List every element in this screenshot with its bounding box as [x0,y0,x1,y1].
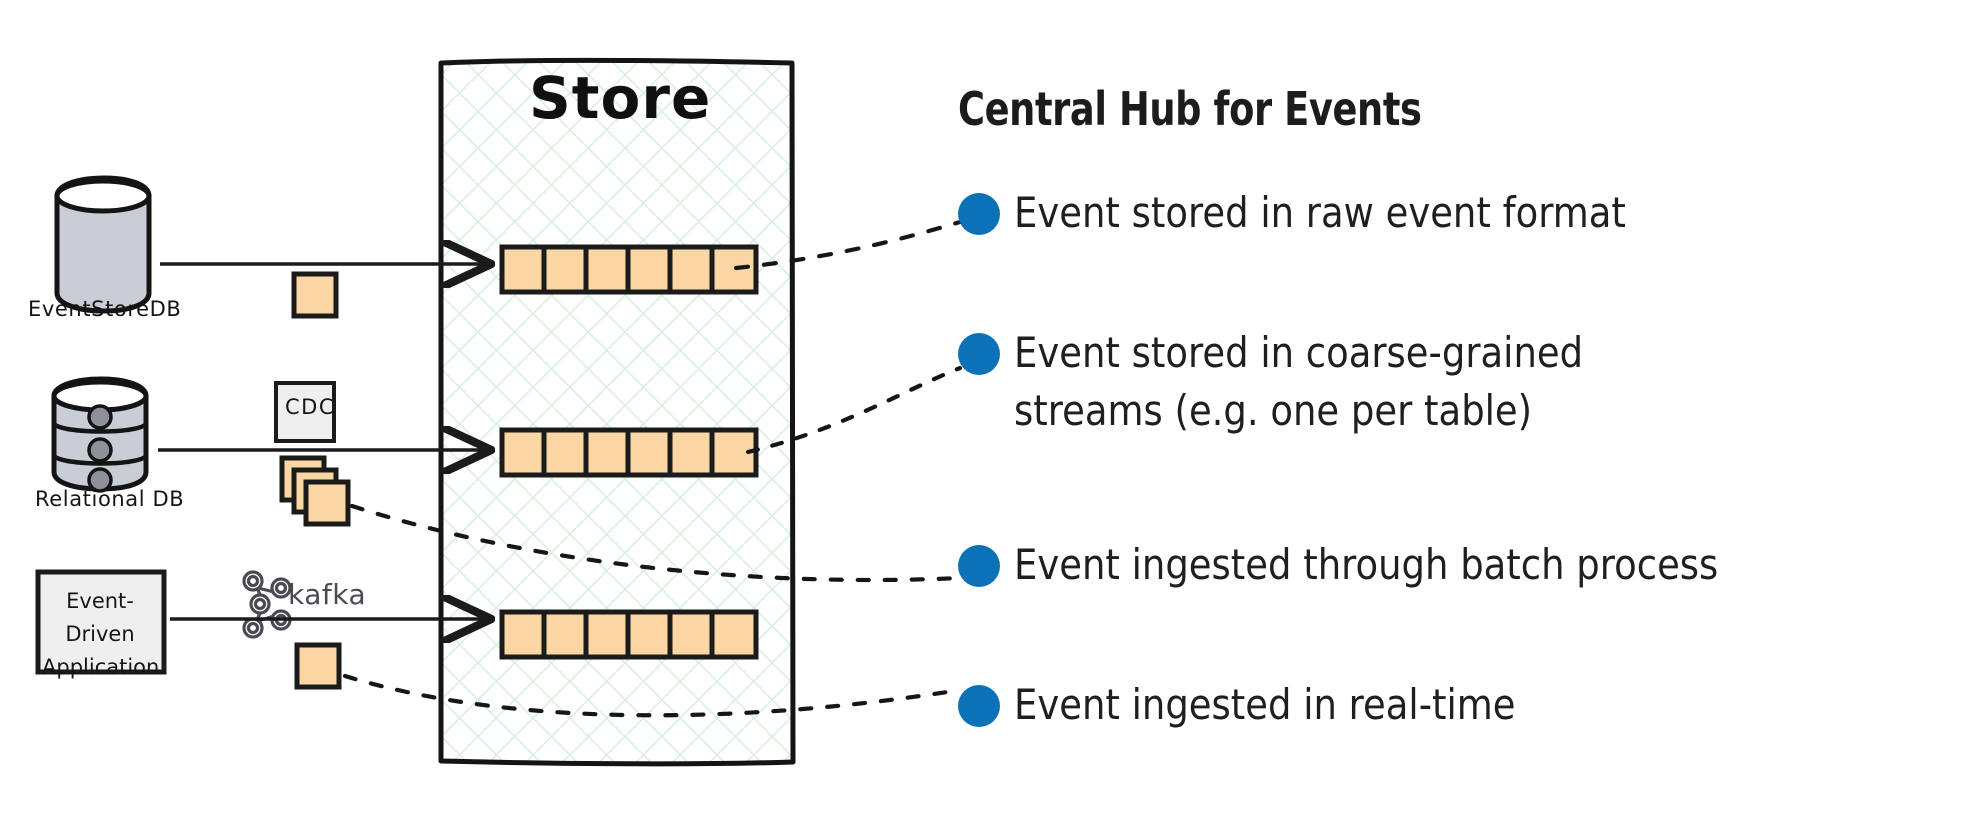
application-label-line-3: Application [42,655,160,679]
cdc-label: CDC [285,395,335,419]
bullet-coarse-grained: Event stored in coarse-grained streams (… [958,324,1661,440]
bullet-dot-icon [958,333,1000,375]
bullet-label: Event ingested through batch process [1014,540,1719,589]
bullet-batch-process: Event ingested through batch process [958,536,1814,594]
application-box-icon [35,569,167,675]
central-hub-panel: Central Hub for Events Event stored in r… [958,60,1958,800]
stacked-event-squares-icon [279,455,351,527]
bullet-label: Event ingested in real-time [1014,680,1516,729]
bullet-real-time: Event ingested in real-time [958,676,1584,734]
single-event-square-icon-3 [294,642,342,690]
source-label-relational-db: Relational DB [35,487,185,511]
bullet-dot-icon [958,545,1000,587]
kafka-icon [242,570,292,639]
bullet-label: Event stored in coarse-grained streams (… [1014,328,1584,435]
stream-realtime [499,609,759,660]
database-cylinder-icon [54,175,152,314]
application-label-line-2: Driven [65,622,135,646]
bullet-dot-icon [958,193,1000,235]
database-stacked-disks-icon [51,376,149,493]
single-event-square-icon [291,271,339,319]
page-title: Central Hub for Events [958,82,1422,136]
bullet-label: Event stored in raw event format [1014,188,1626,237]
application-label-line-1: Event- [66,589,134,613]
store-title: Store [529,64,712,132]
kafka-label: kafka [288,578,367,611]
leader-raw-format [733,219,963,271]
source-label-eventstoredb: EventStoreDB [28,297,182,321]
leader-real-time [342,673,963,718]
stream-coarse-grained [499,427,759,478]
bullet-raw-format: Event stored in raw event format [958,184,1709,242]
leader-coarse-grained [745,365,963,455]
bullet-dot-icon [958,685,1000,727]
cdc-box-icon [274,381,336,443]
stream-raw-events [499,244,759,295]
leader-batch-process [349,503,963,583]
